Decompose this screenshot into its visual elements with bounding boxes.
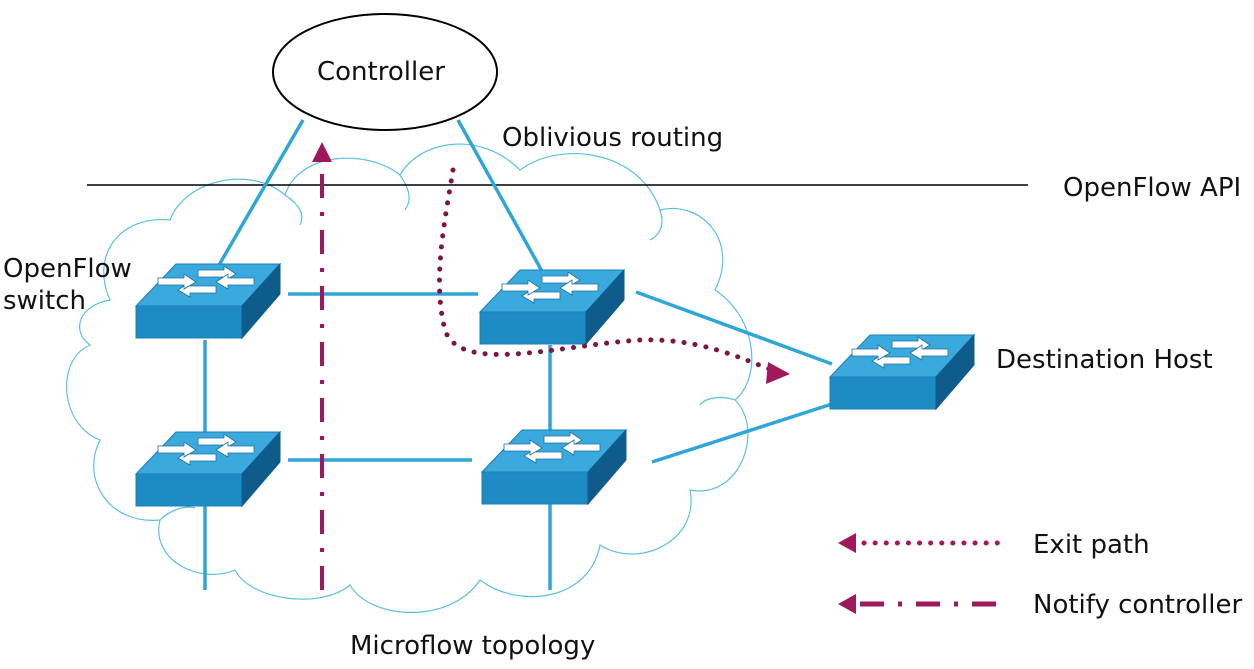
- switch-icon: [479, 269, 625, 345]
- microflow-cloud: [66, 143, 753, 614]
- destination-host-label: Destination Host: [996, 345, 1213, 375]
- network-links: [203, 119, 833, 590]
- microflow-topology-label: Microflow topology: [350, 631, 596, 661]
- destination-switch-icon: [829, 334, 975, 410]
- switch-icon: [135, 431, 281, 507]
- notify-arrowhead-icon: [312, 142, 332, 162]
- switch-icon: [135, 263, 281, 339]
- controller-label: Controller: [317, 57, 445, 87]
- oblivious-routing-label: Oblivious routing: [502, 123, 724, 153]
- switch-icon: [481, 429, 627, 505]
- openflow-api-label: OpenFlow API: [1063, 173, 1242, 203]
- openflow-switch-label-line1: OpenFlow: [3, 254, 132, 284]
- legend-exit-path-label: Exit path: [1033, 530, 1150, 560]
- controller-node: [272, 13, 498, 131]
- legend-exit-path: [838, 533, 1009, 553]
- exit-arrowhead-icon: [766, 362, 790, 384]
- legend-notify-controller: [838, 594, 1010, 614]
- legend-notify-controller-label: Notify controller: [1033, 590, 1243, 620]
- openflow-switch-label-line2: switch: [3, 286, 87, 316]
- exit-path: [436, 167, 775, 373]
- openflow-switch-label: OpenFlow switch: [3, 253, 132, 317]
